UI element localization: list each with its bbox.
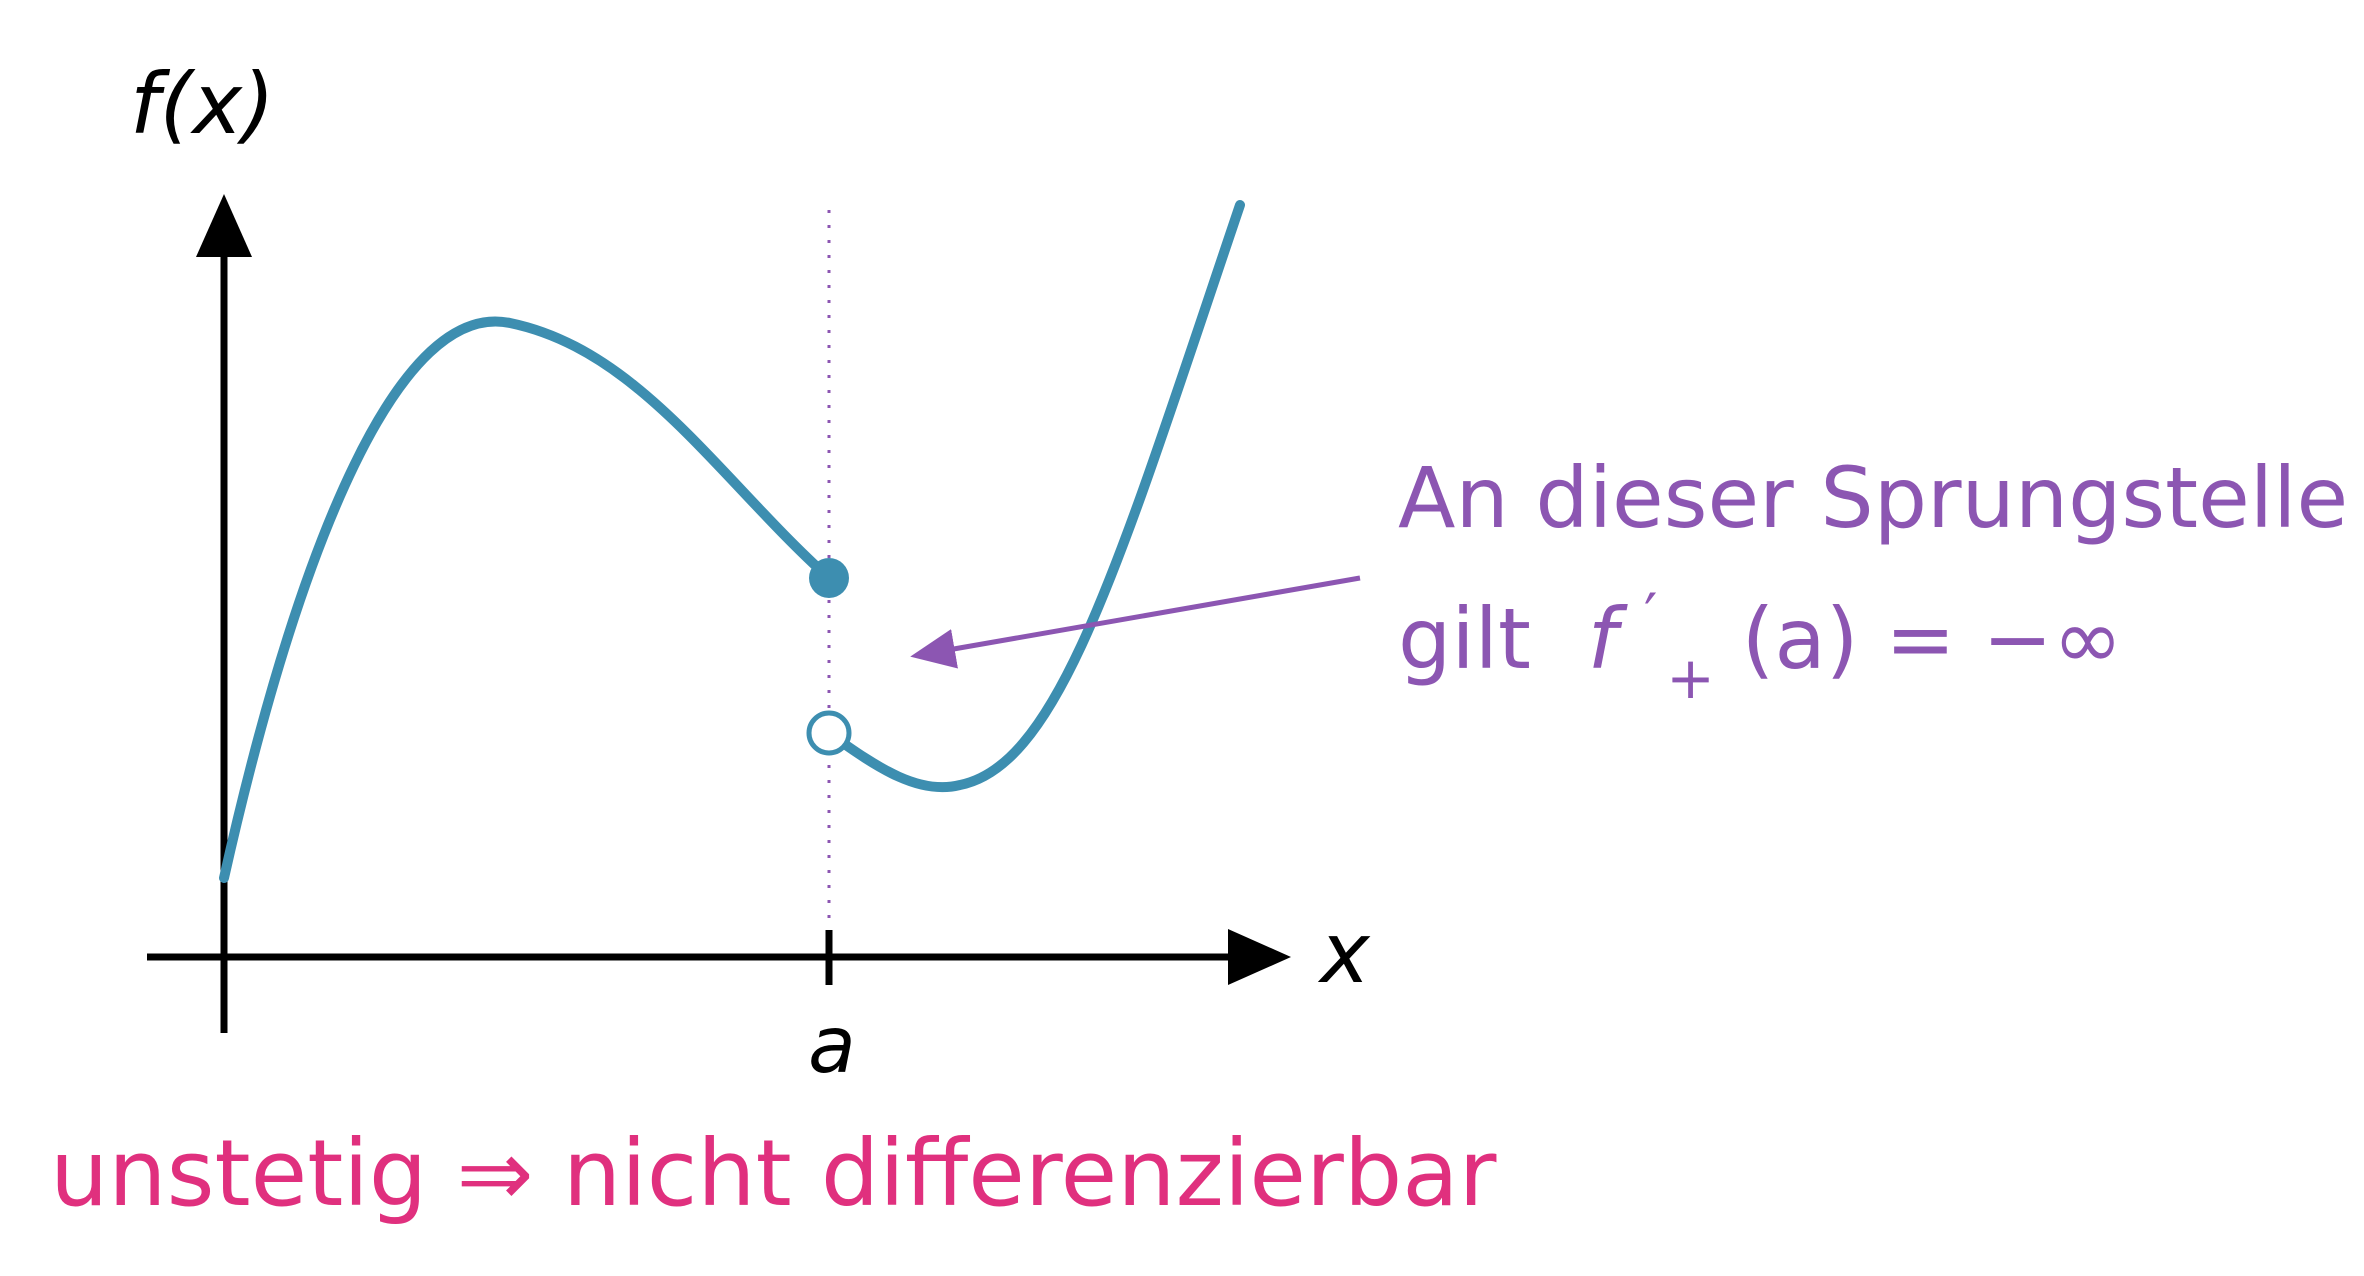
tick-label-a: a xyxy=(808,1001,856,1091)
annotation-expression: (a) = −∞ xyxy=(1742,590,2123,688)
annotation-f-symbol: f xyxy=(1588,590,1629,688)
annotation-prime: ′ xyxy=(1644,581,1658,651)
annotation-subscript: + xyxy=(1666,644,1715,712)
conclusion-text: unstetig ⇒ nicht differenzierbar xyxy=(50,1120,1497,1227)
open-endpoint xyxy=(806,710,852,756)
annotation-arrow xyxy=(910,575,1361,669)
curve-right-branch xyxy=(824,200,1245,793)
annotation-line2: gilt f ′ + (a) = −∞ xyxy=(1398,558,2123,718)
closed-endpoint xyxy=(809,558,849,598)
annotation-line2-prefix: gilt xyxy=(1398,590,1531,688)
y-axis-label: f(x) xyxy=(130,55,275,153)
x-axis-label: x xyxy=(1317,904,1371,1002)
annotation-line1: An dieser Sprungstelle xyxy=(1398,449,2348,547)
curve-left-branch xyxy=(219,316,834,883)
